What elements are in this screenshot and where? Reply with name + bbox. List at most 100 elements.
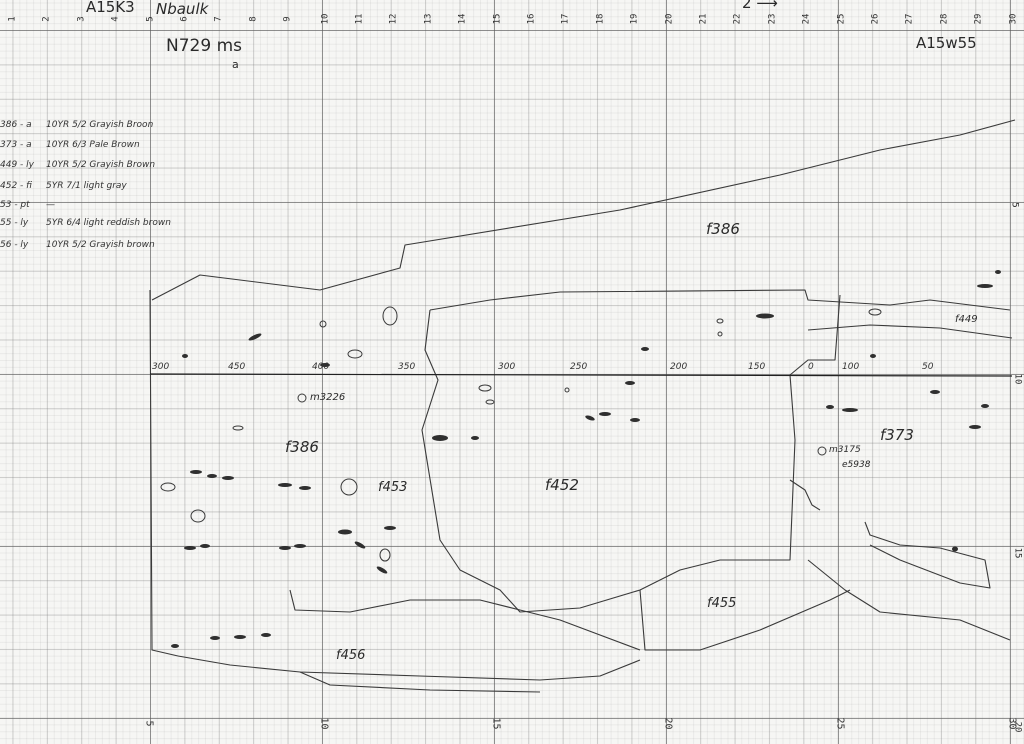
sample-marker: [297, 393, 307, 403]
stone: [299, 486, 311, 490]
elevation-label: N729 ms: [166, 36, 242, 56]
stone: [222, 476, 234, 480]
f449-boundary: [807, 324, 1013, 339]
stone: [182, 354, 188, 358]
stone: [842, 408, 858, 412]
pebble-outlines: [160, 306, 882, 562]
stone: [338, 529, 352, 535]
stone: [207, 474, 217, 478]
sample-marker: [817, 446, 827, 456]
direction-arrow: 2 ⟶: [742, 0, 778, 12]
surface-line: [151, 119, 1016, 301]
legend-row: 53 - pt—: [0, 200, 55, 210]
feature-f449: f449: [955, 314, 978, 325]
scale-label: 250: [570, 362, 588, 372]
stone: [969, 425, 981, 429]
stone: [278, 483, 292, 487]
stone: [279, 546, 291, 550]
elevation-sub: a: [232, 58, 239, 71]
stone: [210, 636, 220, 640]
sample-e5938: e5938: [842, 460, 871, 470]
pebble: [190, 509, 206, 523]
stone: [977, 284, 993, 288]
scale-label: 400: [312, 362, 330, 372]
feature-f386-left: f386: [285, 438, 319, 456]
stone: [630, 418, 640, 422]
f452-boundary: [421, 294, 841, 613]
stone: [184, 546, 196, 550]
pebble: [868, 308, 882, 316]
pebble: [232, 425, 244, 431]
f456-base: [299, 671, 541, 693]
stone: [756, 313, 774, 319]
stone: [376, 566, 388, 574]
pebble: [382, 306, 398, 326]
stones: [171, 270, 1001, 648]
datum-line: [149, 373, 1013, 377]
stone: [234, 635, 246, 639]
stone: [625, 381, 635, 385]
stone: [826, 405, 834, 409]
pebble: [347, 349, 363, 359]
scale-label: 300: [152, 362, 170, 372]
stone: [354, 541, 366, 549]
stone: [261, 633, 271, 637]
pebble: [319, 320, 327, 328]
feature-f455: f455: [707, 596, 737, 611]
pebble: [716, 318, 724, 324]
sample-m3226: m3226: [310, 392, 346, 403]
f373-boundary: [864, 521, 991, 589]
sheet-edge-left: [149, 289, 179, 657]
f456-boundary: [289, 589, 641, 651]
stone: [248, 333, 262, 341]
scale-label: 200: [670, 362, 688, 372]
pebble: [564, 387, 570, 393]
f373-lower: [807, 559, 1011, 641]
stone: [870, 354, 876, 358]
stone: [599, 412, 611, 416]
f386-boundary: [429, 289, 1011, 311]
pebble: [478, 384, 492, 392]
stone: [952, 546, 958, 552]
scale-label: 50: [922, 362, 934, 372]
baulk-label: Nbaulk: [156, 0, 209, 18]
scale-label: 150: [748, 362, 766, 372]
feature-f386-top: f386: [706, 220, 740, 238]
stone: [930, 390, 940, 394]
feature-f456: f456: [336, 648, 366, 663]
scale-label: 100: [842, 362, 860, 372]
pebble: [379, 548, 391, 562]
pebble: [717, 331, 723, 337]
scale-label: 350: [398, 362, 416, 372]
f455-boundary: [639, 589, 851, 651]
stone: [585, 415, 595, 421]
stone: [320, 363, 330, 367]
stone: [384, 526, 396, 530]
stone: [432, 435, 448, 441]
sample-m3175: m3175: [829, 445, 861, 455]
unit-right-label: A15w55: [916, 34, 977, 52]
stone: [471, 436, 479, 440]
unit-label: A15K3: [86, 0, 135, 16]
f452-notch: [789, 479, 821, 511]
feature-f373: f373: [880, 426, 914, 444]
scale-label: 450: [228, 362, 246, 372]
pebble: [160, 482, 176, 492]
pebble: [485, 399, 495, 405]
feature-f453: f453: [378, 480, 408, 495]
stone: [995, 270, 1001, 274]
stone: [200, 544, 210, 548]
stone: [190, 470, 202, 474]
feature-f452: f452: [545, 476, 579, 494]
stone: [981, 404, 989, 408]
scale-label: 0: [808, 362, 814, 372]
scale-label: 300: [498, 362, 516, 372]
